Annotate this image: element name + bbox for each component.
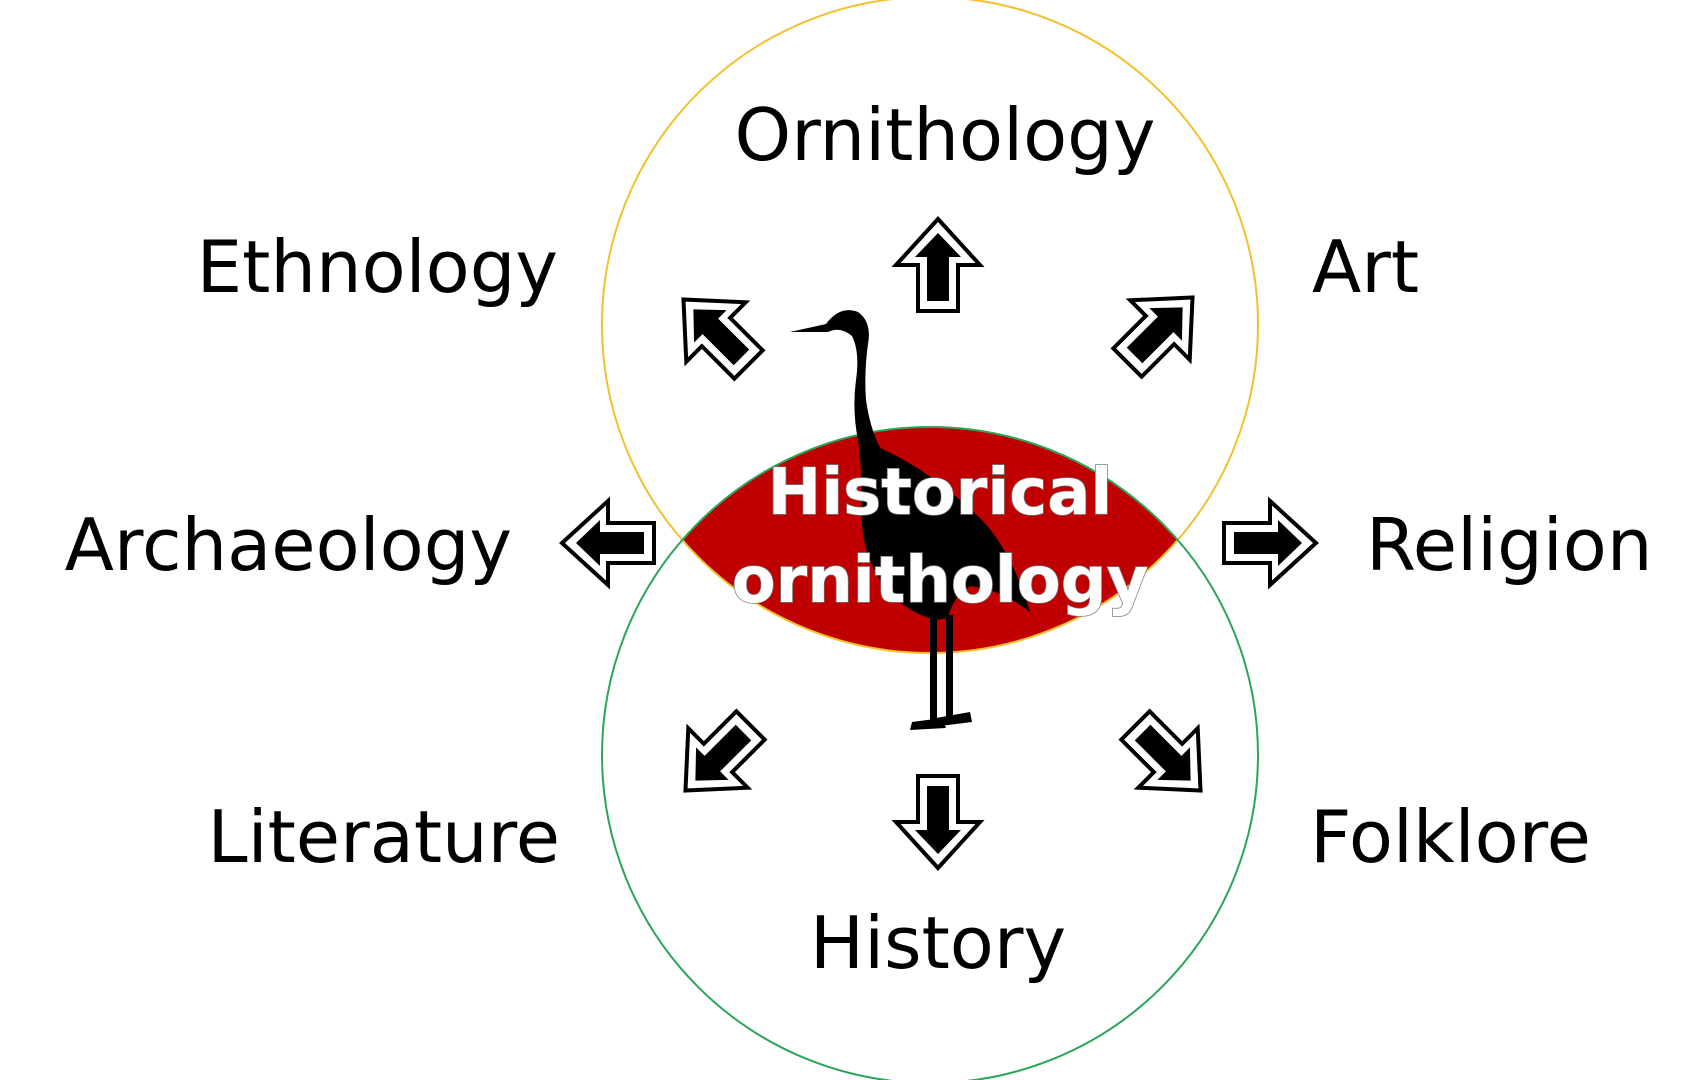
label-religion: Religion [1366,503,1653,587]
label-literature: Literature [207,795,560,879]
arrow-left-icon [560,499,656,587]
label-art: Art [1312,225,1419,309]
arrow-right-icon [1222,499,1318,587]
crane-silhouette-icon [790,310,1030,730]
label-folklore: Folklore [1310,795,1591,879]
arrow-down-left-icon [656,696,780,820]
intersection-lens [602,427,1258,653]
arrow-down-icon [894,774,982,870]
arrow-up-left-icon [654,270,778,394]
label-ethnology: Ethnology [197,225,558,309]
arrow-up-right-icon [1098,268,1222,392]
arrow-up-icon [894,217,982,313]
label-history: History [810,901,1066,985]
label-ornithology: Ornithology [735,93,1156,177]
arrow-down-right-icon [1106,696,1230,820]
center-title-line2: ornithology [732,544,1149,618]
label-archaeology: Archaeology [65,503,512,587]
bottom-circle [601,426,1259,1080]
center-title-line1: Historical [768,456,1113,530]
